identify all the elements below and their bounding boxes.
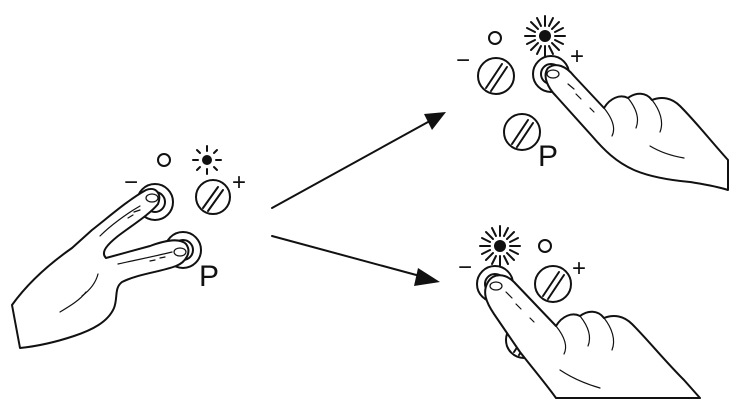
hand-one-finger-icon [484,274,701,399]
off-indicator-icon [488,31,502,45]
plus-label: + [570,43,584,70]
off-indicator-icon [538,239,552,253]
p-button[interactable] [503,113,541,151]
arrow-down-icon [271,235,440,286]
hand-two-fingers-icon [11,188,190,349]
minus-label: − [456,47,470,74]
hand-one-finger-icon [544,64,729,191]
panel-bottom-result: − + [458,225,701,399]
p-label: P [199,260,219,293]
arrow-up-icon [271,112,446,209]
off-indicator-icon [157,153,171,167]
plus-label: + [232,169,246,196]
minus-label: − [124,169,138,196]
plus-button[interactable] [195,179,231,215]
minus-label: − [458,254,472,281]
light-indicator-bright-icon [524,15,566,57]
p-label: P [538,140,558,173]
plus-label: + [572,255,586,282]
panel-top-result: − + P [456,15,729,191]
light-indicator-icon [192,145,222,175]
panel-start: − + P [11,145,246,349]
light-indicator-bright-icon [479,225,521,267]
plus-button[interactable] [534,265,572,303]
minus-button[interactable] [477,57,515,95]
